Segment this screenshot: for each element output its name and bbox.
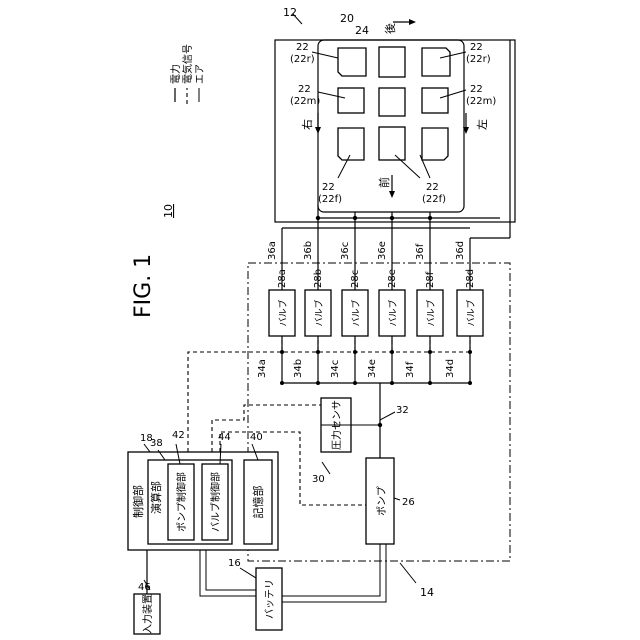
valve-ref: 28d: [465, 269, 476, 288]
valve-ref: 28e: [387, 269, 398, 288]
cushion-mid-left: [338, 88, 364, 113]
dir-front-label: 前: [377, 177, 391, 188]
valve-group: バルブ 28a 36a 34a バルブ 28b 36b 34b バルブ 28c 36c 34c バルブ 2…: [257, 241, 483, 385]
valve-outlet-ref: 36f: [415, 243, 426, 260]
valve-ref: 28f: [425, 271, 436, 288]
valve-ref: 28a: [277, 269, 288, 288]
leader-front-c: [395, 155, 420, 178]
cushion-front-right: [422, 128, 448, 160]
air-unit-leader: [400, 563, 416, 583]
valve-outlet-ref: 36e: [377, 241, 388, 260]
cushion-front-left: [338, 128, 364, 160]
cushion-rear-right: [422, 48, 450, 76]
system-ref: 10: [162, 204, 175, 218]
cushion-mid-ref: 22: [298, 84, 311, 95]
power-lines: [200, 544, 386, 602]
control-unit: 制御部 18 演算部 38 ポンプ制御部 42 バルブ制御部 44 記憶部 40: [128, 430, 278, 550]
valve-outlet-ref: 36c: [340, 242, 351, 260]
battery: バッテリ 16: [228, 558, 282, 630]
storage-label: 記憶部: [251, 486, 265, 519]
valve-label: バルブ: [313, 299, 325, 326]
valve-label: バルブ: [277, 299, 289, 326]
cushion-mid-ref-r: 22: [470, 84, 483, 95]
cushion-mid-sub-r: (22m): [466, 96, 496, 107]
valve-outlet-ref: 36a: [267, 241, 278, 260]
air-pipe: 32: [282, 383, 470, 458]
input-device: 入力装置 46: [134, 550, 160, 634]
pump-label: ポンプ: [376, 486, 388, 516]
calc-unit-label: 演算部: [149, 481, 163, 514]
vehicle-ref: 12: [283, 6, 297, 19]
cushion-rear-center: [379, 47, 405, 77]
cushion-mid-right: [422, 88, 448, 113]
cushion-front-ref-r: 22: [426, 182, 439, 193]
floor-ref: 24: [355, 24, 369, 37]
dir-left-label: 左: [476, 119, 489, 130]
pump-ref: 26: [402, 497, 415, 508]
vehicle: 12 20 24 22 (22r) 22 (22r) 22 (22m) 22 (…: [275, 6, 515, 222]
pipe-ref: 32: [396, 405, 409, 416]
valve-ref: 28c: [350, 270, 361, 288]
arrow-right-head: [315, 127, 321, 134]
pump: ポンプ 26: [366, 458, 415, 544]
cushion-front-ref: 22: [322, 182, 335, 193]
valve-ref: 28b: [313, 269, 324, 288]
dir-back-label: 後: [383, 23, 397, 34]
figure-title: FIG. 1: [131, 254, 156, 318]
body-ref: 20: [340, 12, 354, 25]
valve-outlet-ref: 36b: [303, 241, 314, 260]
battery-label: バッテリ: [264, 579, 276, 619]
calc-unit-ref: 38: [150, 438, 163, 449]
storage-ref: 40: [250, 432, 263, 443]
valve-label: バルブ: [350, 299, 362, 326]
valve-label: バルブ: [425, 299, 437, 326]
cushion-front-sub: (22f): [318, 194, 342, 205]
cushion-front-sub-r: (22f): [422, 194, 446, 205]
legend-air-label: エア: [195, 64, 206, 84]
legend-signal-label: 電気信号: [181, 44, 194, 84]
dir-right-label: 右: [300, 119, 314, 130]
valve-inlet-ref: 34e: [367, 359, 378, 378]
arrow-front-head: [389, 191, 395, 198]
valve-inlet-ref: 34f: [405, 361, 416, 378]
cushion-rear-sub-r: (22r): [466, 54, 491, 65]
cushion-front-center: [379, 127, 405, 160]
leader-rear: [312, 52, 338, 58]
valve-inlet-ref: 34c: [330, 360, 341, 378]
valve-label: バルブ: [465, 299, 477, 326]
battery-ref: 16: [228, 558, 241, 569]
cushion-rear-ref-r: 22: [470, 42, 483, 53]
cushion-mid-center: [379, 88, 405, 116]
pump-ctrl-ref: 42: [172, 430, 185, 441]
control-unit-title: 制御部: [131, 485, 145, 518]
input-device-ref: 46: [138, 582, 151, 593]
air-unit-ref: 14: [420, 586, 434, 599]
legend: 電力 電気信号 エア: [169, 44, 206, 104]
valve-inlet-ref: 34b: [293, 359, 304, 378]
valve-inlet-ref: 34a: [257, 359, 268, 378]
valve-label: バルブ: [387, 299, 399, 326]
valve-outlet-ref: 36d: [455, 241, 466, 260]
cushion-rear-sub: (22r): [290, 54, 315, 65]
valve-inlet-ref: 34d: [445, 359, 456, 378]
cushion-rear-ref: 22: [296, 42, 309, 53]
valve-ctrl-label: バルブ制御部: [209, 472, 222, 532]
cushion-rear-left: [338, 48, 366, 76]
pump-ctrl-label: ポンプ制御部: [175, 472, 188, 532]
pressure-sensor-ref: 30: [312, 474, 325, 485]
arrow-back-head: [409, 19, 416, 25]
input-device-label: 入力装置: [141, 594, 154, 634]
cushion-mid-sub: (22m): [290, 96, 320, 107]
legend-power-label: 電力: [169, 64, 182, 84]
